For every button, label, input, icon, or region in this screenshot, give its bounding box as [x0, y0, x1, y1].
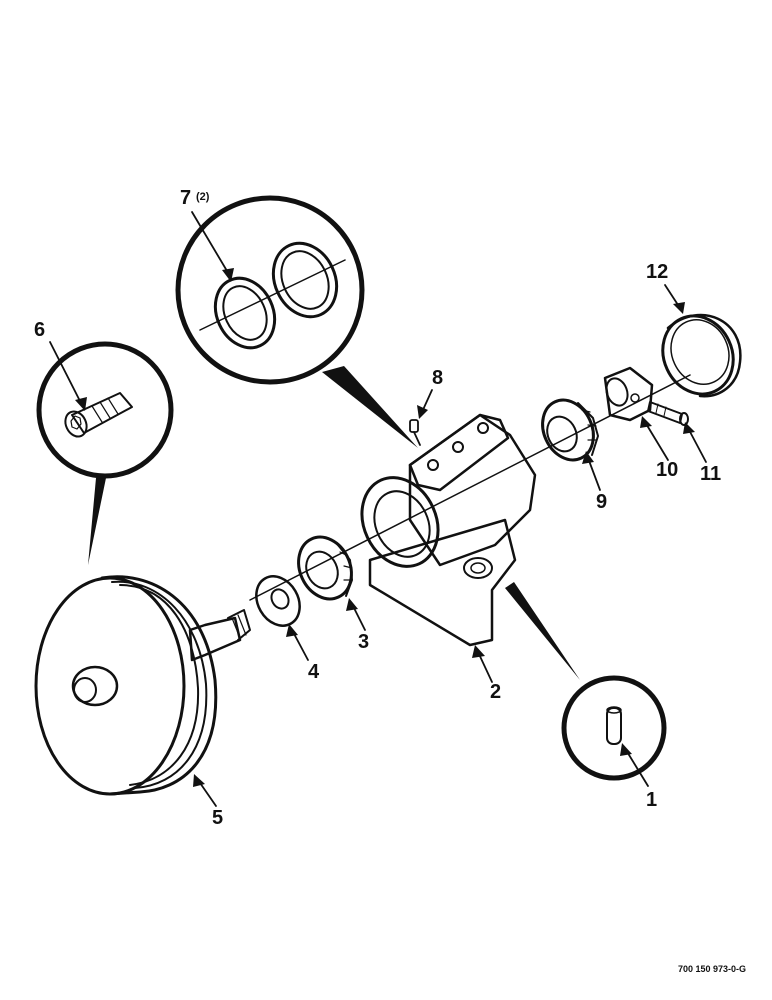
- washer: [255, 575, 301, 627]
- socket-head-screw-icon: [64, 392, 133, 438]
- leader-lines: [49, 211, 707, 807]
- locking-collar: [603, 366, 654, 422]
- callout-5: 5: [212, 807, 223, 829]
- callout-7-qty: (2): [196, 191, 210, 203]
- callout-3: 3: [358, 631, 369, 653]
- callout-1: 1: [646, 789, 657, 811]
- callout-9: 9: [596, 491, 607, 513]
- bearing-cone-outer: [541, 398, 599, 462]
- detail-circle-screw: [36, 341, 174, 565]
- drawing-number: 700 150 973-0-G: [678, 964, 746, 974]
- seal-rings-icon: [199, 241, 346, 350]
- pin-icon: [606, 706, 622, 745]
- callout-12: 12: [646, 261, 668, 283]
- callout-10: 10: [656, 459, 678, 481]
- callout-2: 2: [490, 681, 501, 703]
- housing: [360, 413, 537, 647]
- dust-cap: [661, 313, 742, 398]
- grease-fitting: [409, 419, 421, 446]
- callout-6: 6: [34, 319, 45, 341]
- set-screw: [647, 401, 689, 426]
- callout-11: 11: [700, 463, 721, 485]
- callout-8: 8: [432, 367, 443, 389]
- wheel: [34, 575, 251, 796]
- callout-4: 4: [308, 661, 320, 683]
- callout-7: 7: [180, 187, 191, 209]
- detail-circle-pin: [505, 582, 667, 781]
- bearing-cone: [297, 535, 353, 601]
- shaft-axis: [249, 374, 691, 601]
- detail-circle-seals: [175, 195, 418, 448]
